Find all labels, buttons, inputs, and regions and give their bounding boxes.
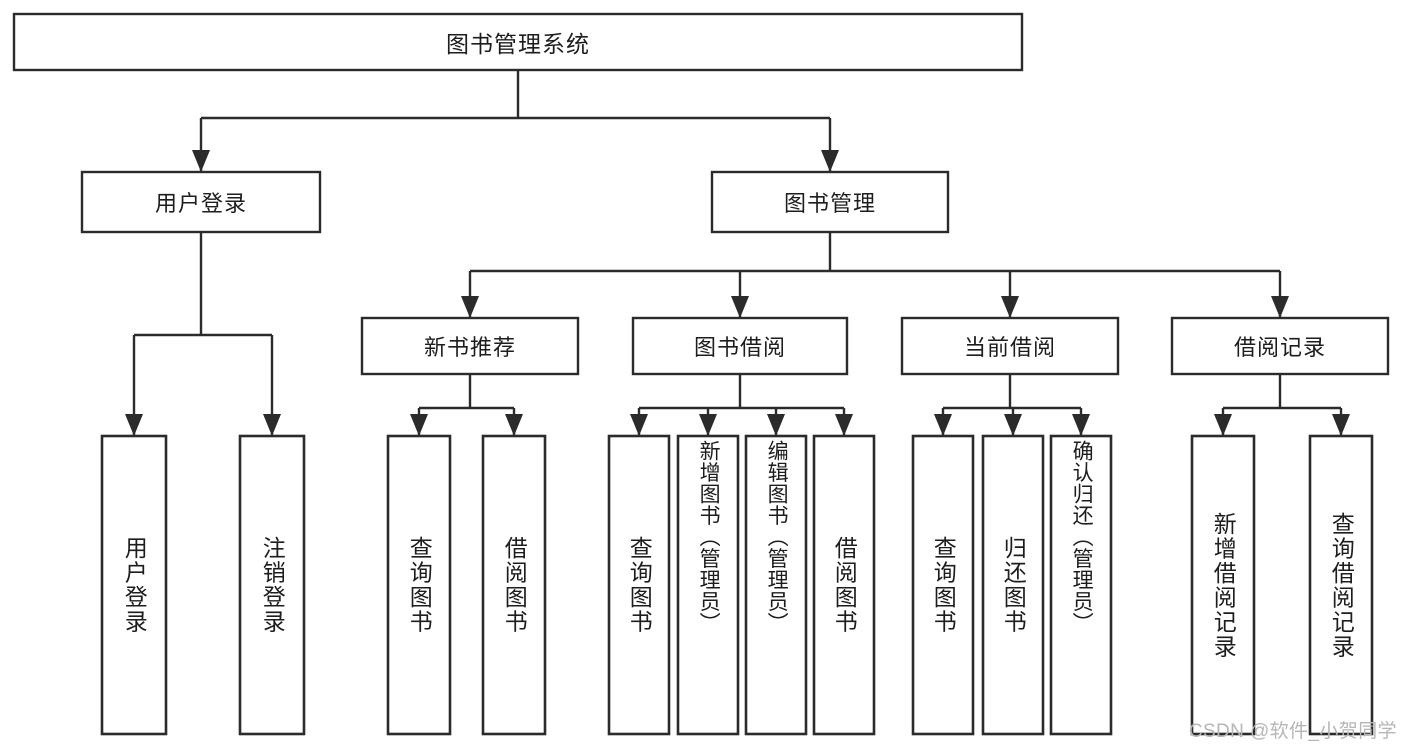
arrow-head-icon-leaf-borrow-edit — [767, 414, 785, 436]
node-box-leaf-record-query[interactable] — [1308, 434, 1374, 736]
arrow-head-icon-borrow-record — [1271, 296, 1289, 318]
node-box-root[interactable] — [12, 12, 1024, 72]
node-box-leaf-user-login[interactable] — [100, 434, 168, 736]
node-box-leaf-borrow-query[interactable] — [607, 434, 671, 736]
arrow-head-icon-leaf-user-login — [125, 414, 143, 436]
node-box-leaf-borrow-add[interactable] — [676, 434, 740, 736]
arrow-head-icon-leaf-current-confirm — [1072, 414, 1090, 436]
arrow-head-icon-leaf-borrow-query — [630, 414, 648, 436]
node-box-leaf-borrow-edit[interactable] — [744, 434, 808, 736]
arrow-head-icon-leaf-recommend-query — [410, 414, 428, 436]
arrow-head-icon-leaf-borrow-add — [699, 414, 717, 436]
arrow-head-icon-leaf-user-logout — [263, 414, 281, 436]
arrow-head-icon-leaf-recommend-borrow — [505, 414, 523, 436]
node-box-leaf-current-return[interactable] — [981, 434, 1045, 736]
node-box-user-login[interactable] — [80, 170, 322, 234]
node-box-book-management[interactable] — [710, 170, 950, 234]
watermark: CSDN @软件_小贺同学 — [1188, 721, 1397, 742]
arrow-head-icon-leaf-current-query — [934, 414, 952, 436]
arrow-head-icon-book-borrow — [731, 296, 749, 318]
arrow-head-icon-user-login — [192, 150, 210, 172]
node-box-leaf-user-logout[interactable] — [238, 434, 306, 736]
connectors-layer — [125, 70, 1350, 436]
arrow-head-icon-current-borrow — [1001, 296, 1019, 318]
arrow-head-icon-new-book-recommend — [461, 296, 479, 318]
node-box-leaf-recommend-borrow[interactable] — [481, 434, 547, 736]
node-box-current-borrow[interactable] — [900, 316, 1120, 376]
node-box-book-borrow[interactable] — [631, 316, 849, 376]
arrow-head-icon-leaf-current-return — [1004, 414, 1022, 436]
node-box-borrow-record[interactable] — [1170, 316, 1390, 376]
arrow-head-icon-leaf-record-query — [1332, 414, 1350, 436]
node-box-new-book-recommend[interactable] — [360, 316, 580, 376]
node-box-leaf-current-confirm[interactable] — [1049, 434, 1113, 736]
node-box-leaf-record-add[interactable] — [1190, 434, 1256, 736]
boxes-layer — [12, 12, 1390, 736]
arrow-head-icon-leaf-borrow-lend — [835, 414, 853, 436]
node-box-leaf-borrow-lend[interactable] — [812, 434, 876, 736]
node-box-leaf-recommend-query[interactable] — [386, 434, 452, 736]
node-box-leaf-current-query[interactable] — [911, 434, 975, 736]
arrow-head-icon-leaf-record-add — [1214, 414, 1232, 436]
arrow-head-icon-book-management — [821, 150, 839, 172]
